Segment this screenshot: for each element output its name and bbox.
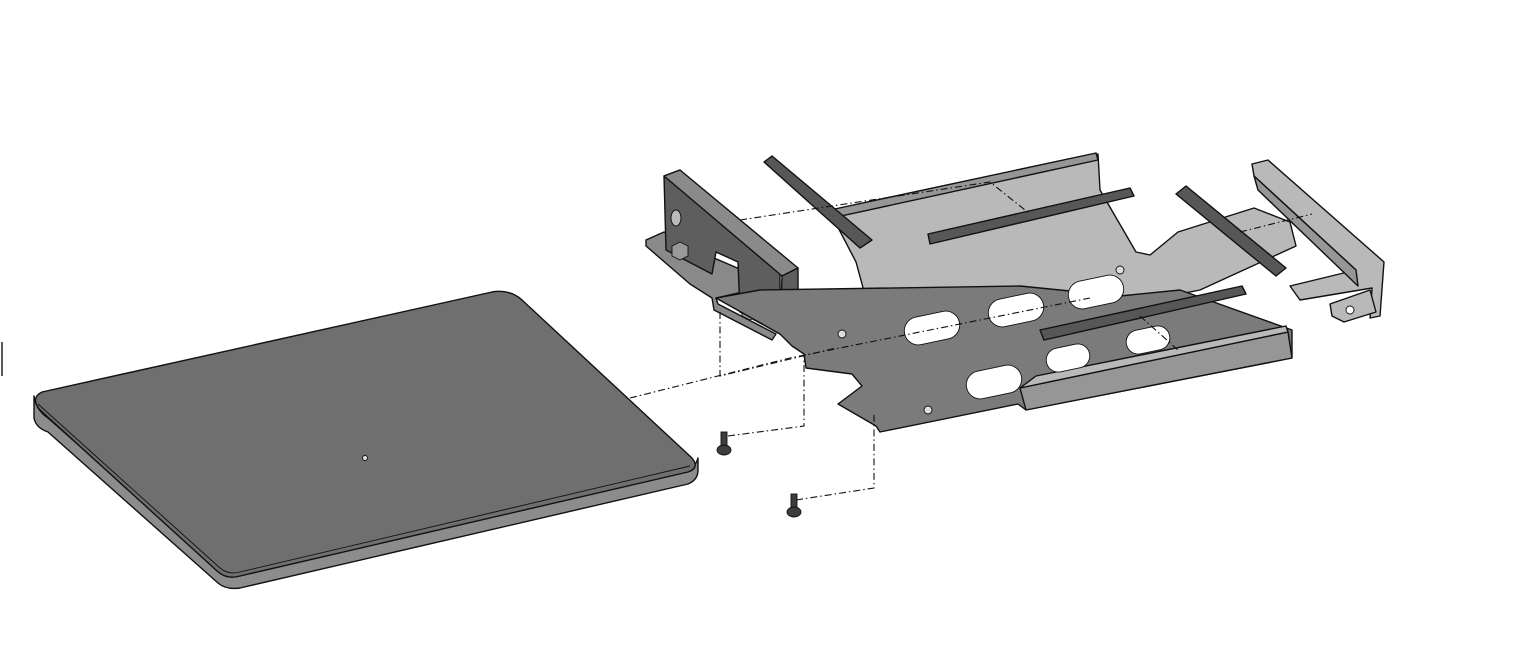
center-line xyxy=(1139,315,1179,351)
tray-end-frame-inner xyxy=(1253,175,1359,287)
tray-slots xyxy=(903,274,1171,400)
tray-front-lip-top xyxy=(1019,325,1289,389)
screw-1 xyxy=(716,431,732,456)
rail xyxy=(927,187,1135,245)
plate-bevel-line xyxy=(37,403,691,574)
tray-slot xyxy=(1067,274,1125,310)
tray-slot xyxy=(903,310,961,346)
tray-hole xyxy=(923,405,933,415)
screw-shank xyxy=(720,431,728,447)
center-line xyxy=(795,414,875,501)
rail xyxy=(763,155,873,249)
tray-end-tab xyxy=(1329,289,1377,323)
rail xyxy=(1039,285,1247,341)
bracket-nut-1 xyxy=(671,241,689,261)
bracket-hole-1 xyxy=(670,209,682,227)
center-line xyxy=(1239,213,1313,233)
center-line xyxy=(727,356,805,437)
tray-slot xyxy=(965,364,1023,400)
plate-center-hole xyxy=(362,455,368,461)
tray-hole xyxy=(1115,265,1125,275)
screw-head xyxy=(786,506,802,518)
screw-head xyxy=(716,444,732,456)
plate xyxy=(33,290,699,590)
center-lines xyxy=(629,181,1313,501)
center-line xyxy=(629,297,1091,399)
tray-end-tab-hole xyxy=(1345,305,1355,315)
rail xyxy=(1175,185,1287,277)
screw-2 xyxy=(786,493,802,518)
rails xyxy=(763,155,1287,341)
screw-shank xyxy=(790,493,798,509)
center-line xyxy=(719,312,837,377)
tray-slot xyxy=(987,292,1045,328)
screws xyxy=(716,431,802,518)
plate-top-face xyxy=(34,290,696,578)
center-line xyxy=(739,181,1031,221)
tray-hole xyxy=(837,329,847,339)
